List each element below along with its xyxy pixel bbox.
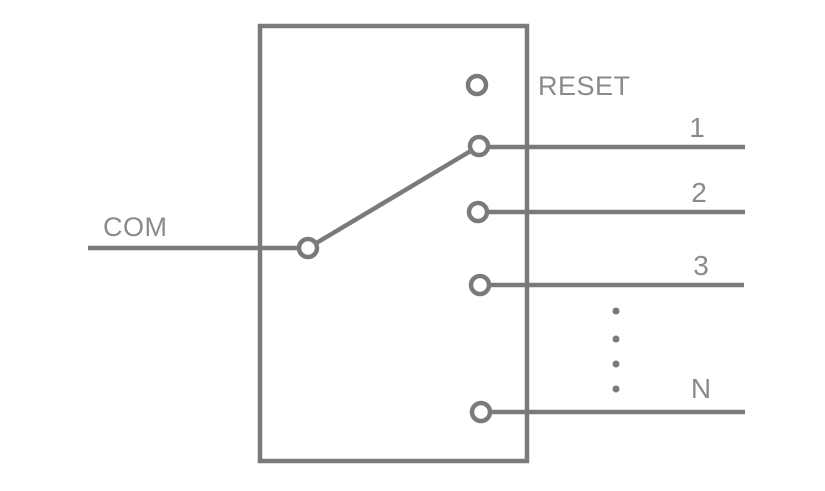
ellipsis-dot (612, 335, 620, 343)
contact-terminal-3-circle (468, 273, 492, 297)
contact-label-n: N (691, 373, 711, 404)
contact-label-2: 2 (691, 177, 707, 208)
reset-terminal-circle (465, 73, 489, 97)
switch-body-outline (257, 23, 530, 464)
ellipsis-dot (612, 385, 620, 393)
reset-label: RESET (538, 71, 631, 101)
contact-label-1: 1 (689, 112, 705, 143)
contact-terminal-2-circle (466, 200, 490, 224)
ellipsis-dot (612, 307, 620, 315)
contact-label-3: 3 (693, 250, 709, 281)
switch-arm (306, 144, 481, 250)
com-label: COM (103, 212, 168, 242)
ellipsis-dot (612, 360, 620, 368)
pivot-terminal-circle (296, 236, 320, 260)
contact-terminal-n-circle (469, 400, 493, 424)
contact-terminal-1-circle (467, 134, 491, 158)
